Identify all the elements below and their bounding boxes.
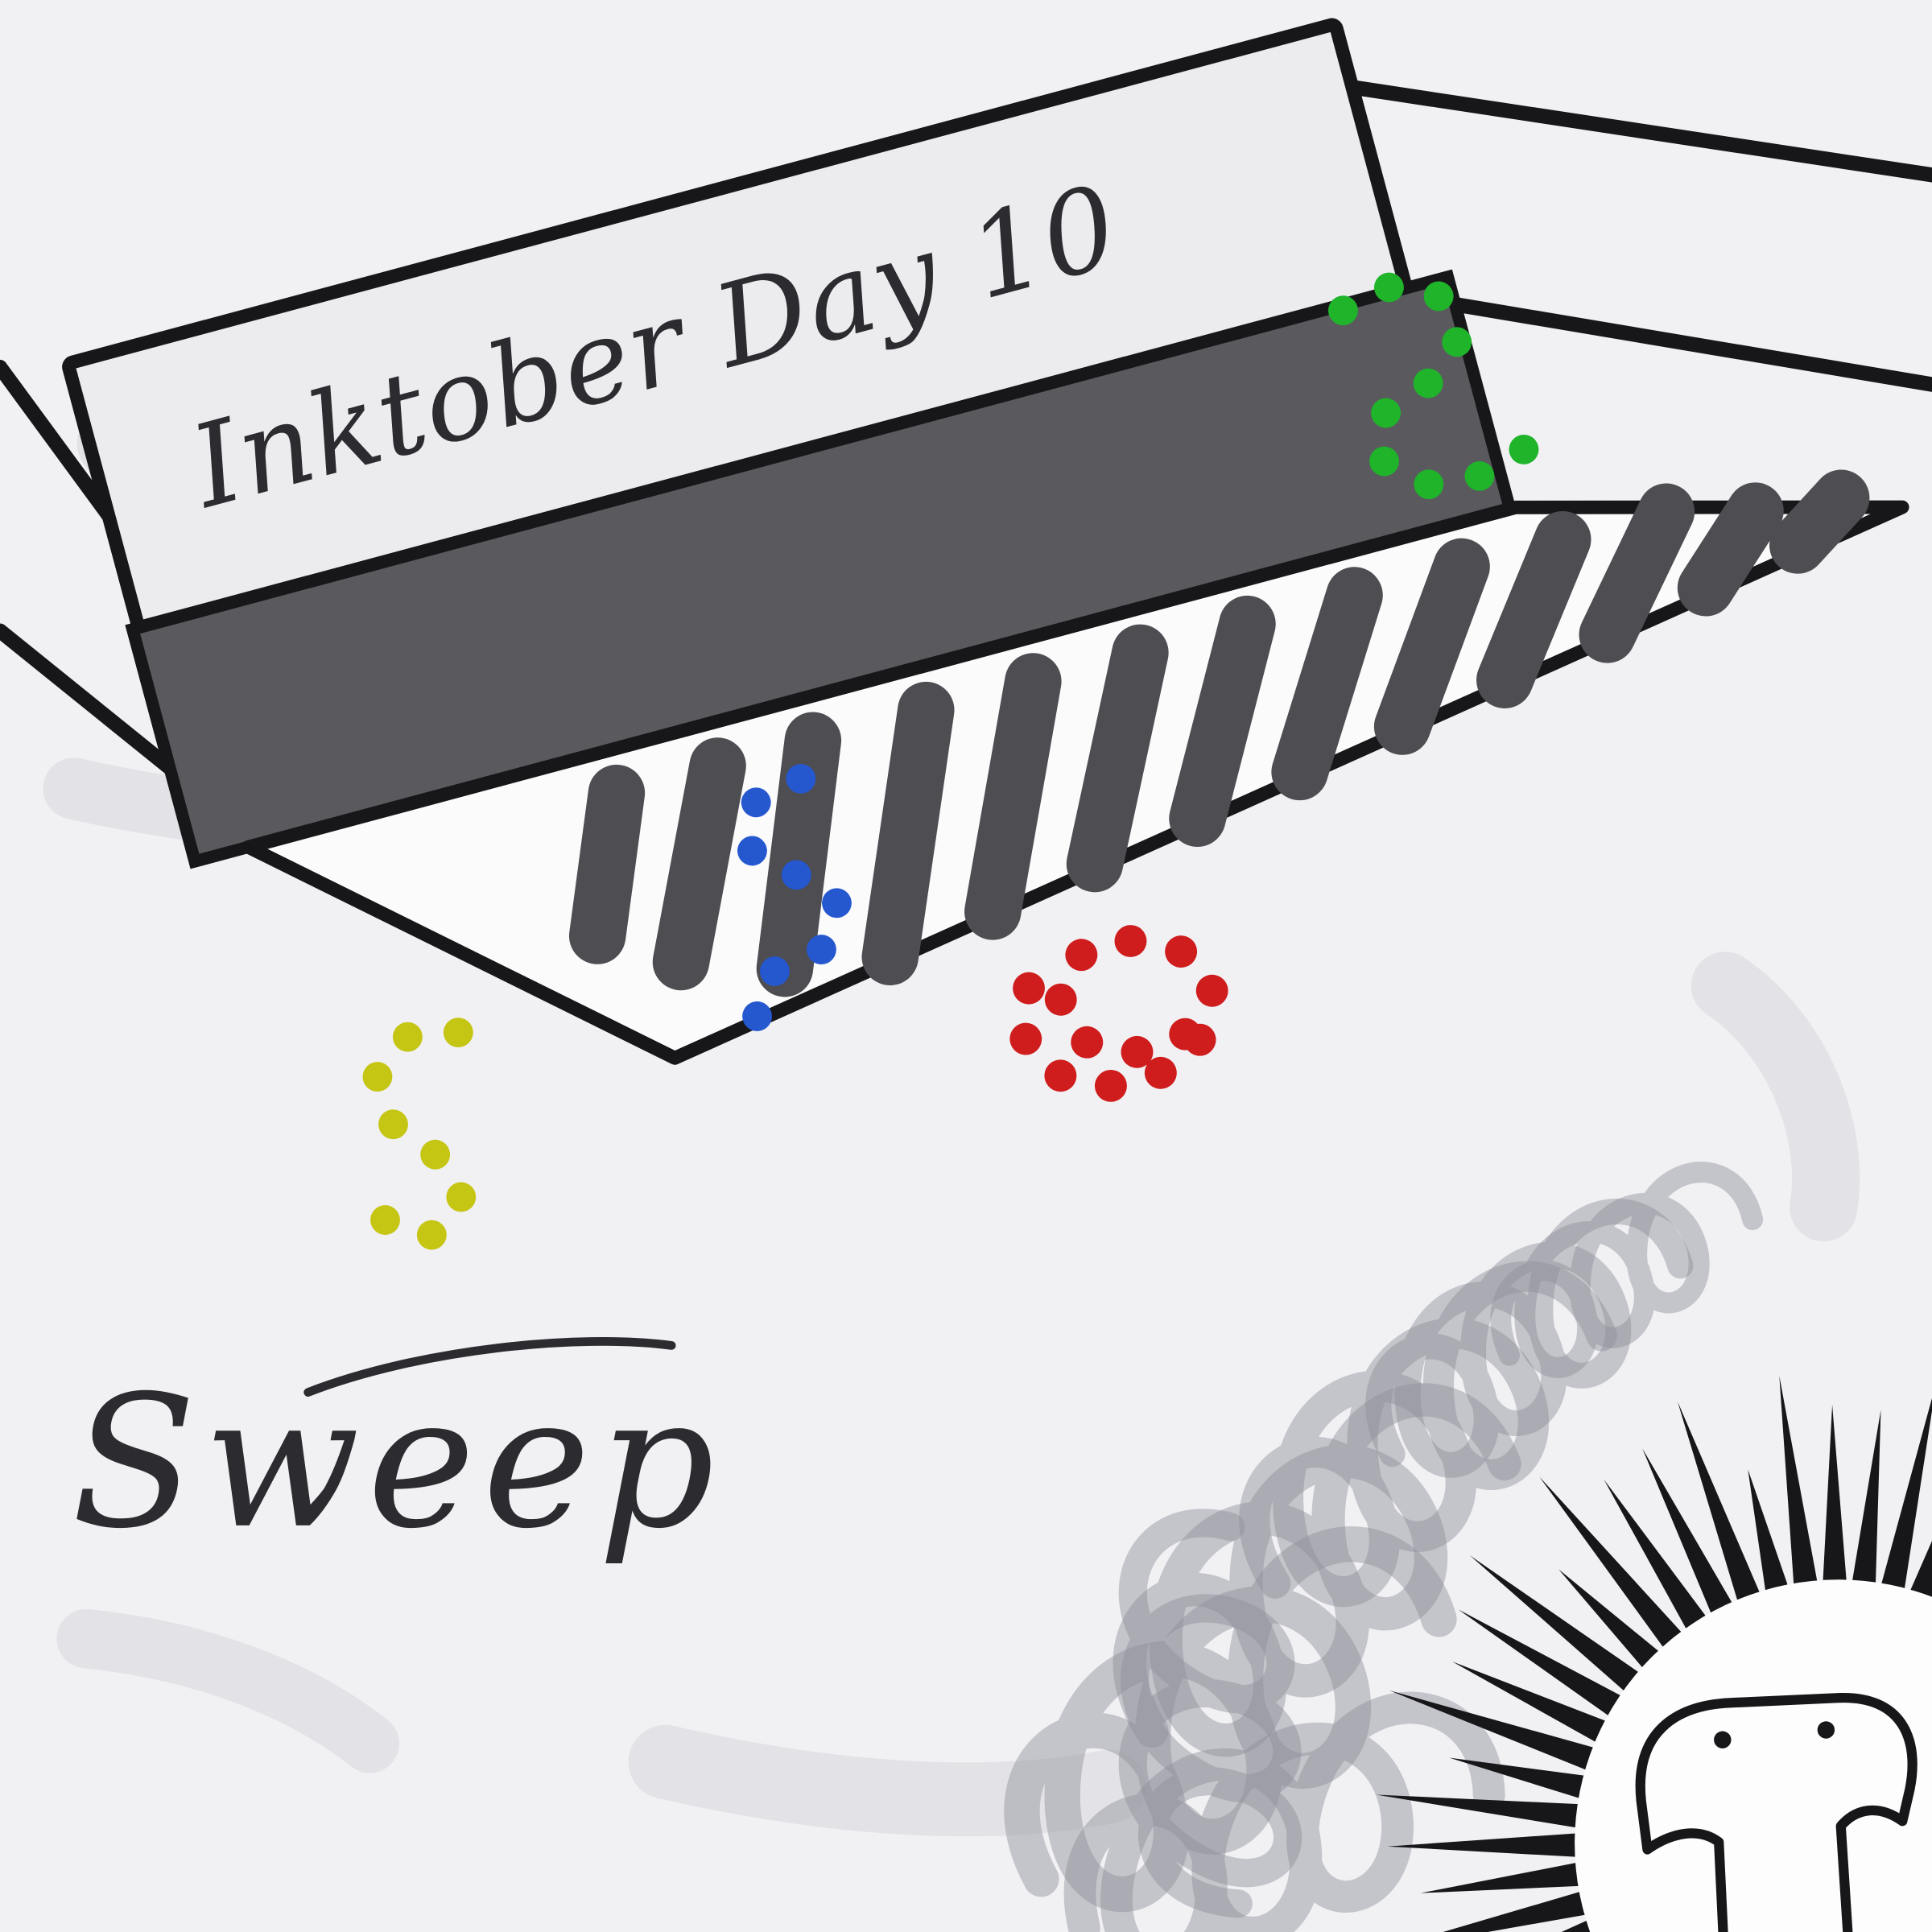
bristles xyxy=(568,469,1870,997)
red-speck-trail xyxy=(1006,925,1229,1102)
hedgehog-spike xyxy=(1420,1860,1588,1893)
swept-specks xyxy=(361,270,1543,1252)
smudge-stroke xyxy=(56,1608,399,1773)
hedgehog-spikes xyxy=(1376,1376,1932,1932)
hedgehog-spike xyxy=(1449,1757,1594,1802)
smudge-stroke xyxy=(1690,952,1860,1242)
hedgehog-spike xyxy=(1443,1889,1595,1932)
hedgehog-spike xyxy=(1906,1541,1932,1607)
hedgehog-spike xyxy=(1469,1555,1646,1697)
hedgehog-spike xyxy=(1822,1405,1847,1590)
hedgehog-spike xyxy=(1851,1410,1881,1592)
hedgehog-spike xyxy=(1376,1794,1587,1830)
caption-flourish xyxy=(303,1337,676,1397)
hedgehog-eye-right xyxy=(1817,1721,1835,1739)
artwork-caption: Sweep xyxy=(72,1357,722,1569)
hedgehog-spike xyxy=(1779,1376,1819,1593)
hedgehog-spike xyxy=(1677,1401,1764,1609)
hedgehog-spike xyxy=(1387,1832,1585,1858)
hedgehog-spike xyxy=(1389,1690,1603,1773)
blue-speck-trail xyxy=(731,763,853,1053)
hedgehog-spike xyxy=(1558,1569,1666,1675)
hedgehog-spike xyxy=(1604,1479,1711,1637)
yellow-speck-trail xyxy=(361,1015,476,1252)
hedgehog-spike xyxy=(1642,1448,1737,1622)
broom-handle xyxy=(1338,78,1932,392)
hedgehog-spike xyxy=(1458,1609,1629,1721)
hedgehog-spike xyxy=(1539,1476,1688,1655)
hedgehog-spike xyxy=(1451,1662,1614,1747)
broom-head: Inktober Day 10 xyxy=(62,18,1909,1065)
hedgehog-face xyxy=(1635,1693,1918,1932)
hedgehog-eye-left xyxy=(1714,1731,1732,1748)
hedgehog xyxy=(1376,1376,1932,1932)
green-speck-trail xyxy=(1328,270,1543,500)
hedgehog-spike xyxy=(1748,1469,1791,1600)
hedgehog-spike xyxy=(1879,1397,1932,1598)
caption-group: Sweep xyxy=(72,1337,722,1569)
broom-handle-lower-line xyxy=(1381,286,1932,392)
broom-handle-upper-line xyxy=(1338,78,1932,183)
